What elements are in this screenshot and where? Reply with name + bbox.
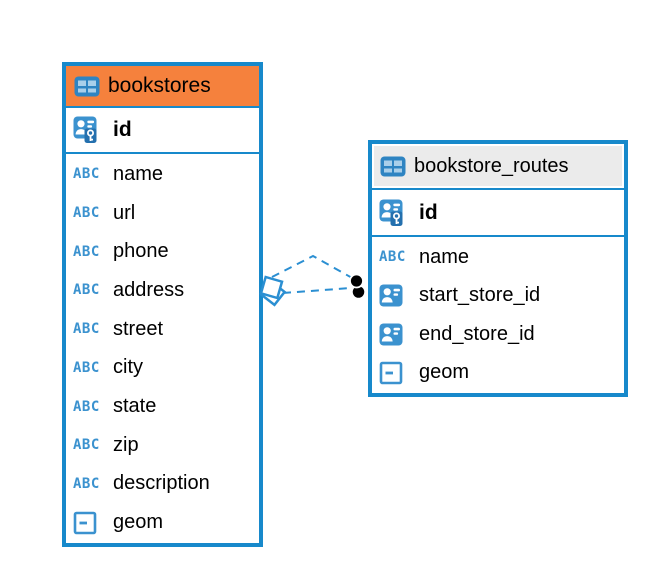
column-label: start_store_id — [419, 284, 541, 307]
table-icon — [73, 76, 101, 97]
string-icon: ABC — [379, 249, 406, 266]
relationship-line — [271, 254, 355, 280]
column-row-geom[interactable]: geom — [372, 354, 624, 393]
column-row-geom[interactable]: geom — [66, 503, 259, 542]
column-row-phone[interactable]: ABC phone — [66, 232, 259, 271]
column-label: phone — [113, 240, 169, 263]
column-row-end_store_id[interactable]: end_store_id — [372, 315, 624, 354]
column-label: geom — [113, 511, 164, 534]
primary-key-row[interactable]: id — [66, 108, 259, 152]
column-row-state[interactable]: ABC state — [66, 387, 259, 426]
primary-key-icon — [379, 198, 411, 228]
primary-key-row[interactable]: id — [372, 190, 624, 235]
string-icon: ABC — [73, 398, 100, 415]
table-title: bookstores — [108, 74, 211, 97]
string-icon: ABC — [73, 475, 100, 492]
column-label: name — [113, 162, 164, 185]
column-label: street — [113, 317, 164, 340]
column-row-city[interactable]: ABC city — [66, 349, 259, 388]
column-row-name[interactable]: ABC name — [372, 238, 624, 277]
column-label: address — [113, 278, 185, 301]
column-label: geom — [419, 361, 470, 384]
relationship-line — [282, 287, 352, 294]
primary-key-label: id — [113, 118, 132, 141]
column-label: city — [113, 356, 143, 379]
primary-key-icon — [73, 115, 105, 145]
divider — [372, 235, 624, 237]
reference-icon — [379, 283, 411, 308]
string-icon: ABC — [73, 437, 100, 454]
table-title: bookstore_routes — [414, 154, 569, 177]
column-label: state — [113, 395, 157, 418]
string-icon: ABC — [73, 321, 100, 338]
divider — [372, 188, 624, 190]
primary-key-label: id — [419, 200, 438, 224]
column-label: url — [113, 201, 136, 224]
divider — [66, 152, 259, 154]
string-icon: ABC — [73, 359, 100, 376]
column-label: description — [113, 472, 210, 495]
column-row-address[interactable]: ABC address — [66, 271, 259, 310]
column-row-name[interactable]: ABC name — [66, 155, 259, 194]
column-row-start_store_id[interactable]: start_store_id — [372, 277, 624, 316]
table-icon — [379, 156, 407, 177]
column-label: zip — [113, 433, 139, 456]
table-bookstore-routes[interactable]: bookstore_routes id ABC name start_store_i… — [368, 140, 628, 397]
string-icon: ABC — [73, 243, 100, 260]
column-label: end_store_id — [419, 322, 535, 345]
reference-icon — [379, 322, 411, 347]
geometry-icon — [73, 511, 105, 535]
column-row-description[interactable]: ABC description — [66, 465, 259, 504]
table-header-bookstores[interactable]: bookstores — [66, 66, 259, 106]
divider — [66, 106, 259, 108]
string-icon: ABC — [73, 205, 100, 222]
string-icon: ABC — [73, 166, 100, 183]
column-row-url[interactable]: ABC url — [66, 194, 259, 233]
relationship-diamond-marker — [259, 275, 287, 307]
relationship-endpoint-dots — [349, 273, 366, 300]
table-header-bookstore-routes[interactable]: bookstore_routes — [374, 146, 622, 186]
column-label: name — [419, 245, 470, 268]
column-row-zip[interactable]: ABC zip — [66, 426, 259, 465]
geometry-icon — [379, 361, 411, 385]
string-icon: ABC — [73, 282, 100, 299]
column-row-street[interactable]: ABC street — [66, 310, 259, 349]
